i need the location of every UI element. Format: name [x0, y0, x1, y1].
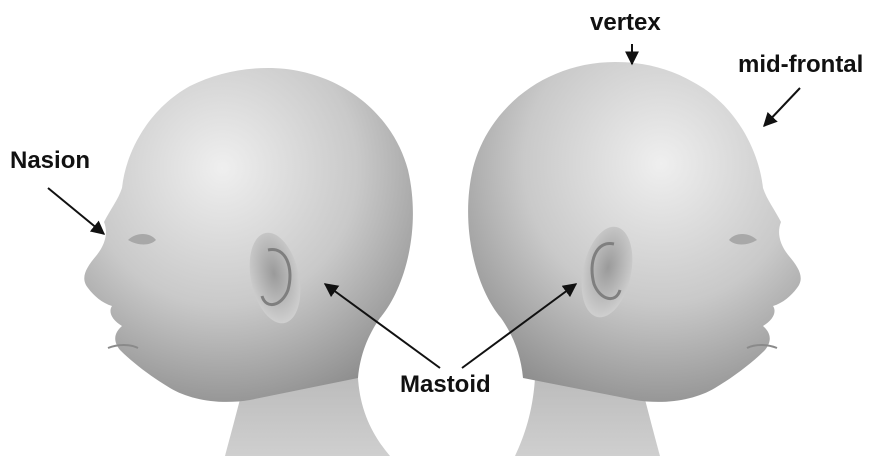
- vertex-label: vertex: [590, 9, 661, 36]
- mid-frontal-label: mid-frontal: [738, 51, 863, 78]
- left-head-shape: [84, 68, 413, 402]
- mastoid-label: Mastoid: [400, 371, 491, 398]
- mid-frontal-arrow: [764, 88, 800, 126]
- right-head-icon: [468, 62, 801, 456]
- right-head-shape: [468, 62, 801, 402]
- left-head-icon: [84, 68, 413, 456]
- nasion-arrow: [48, 188, 104, 234]
- nasion-label: Nasion: [10, 147, 90, 174]
